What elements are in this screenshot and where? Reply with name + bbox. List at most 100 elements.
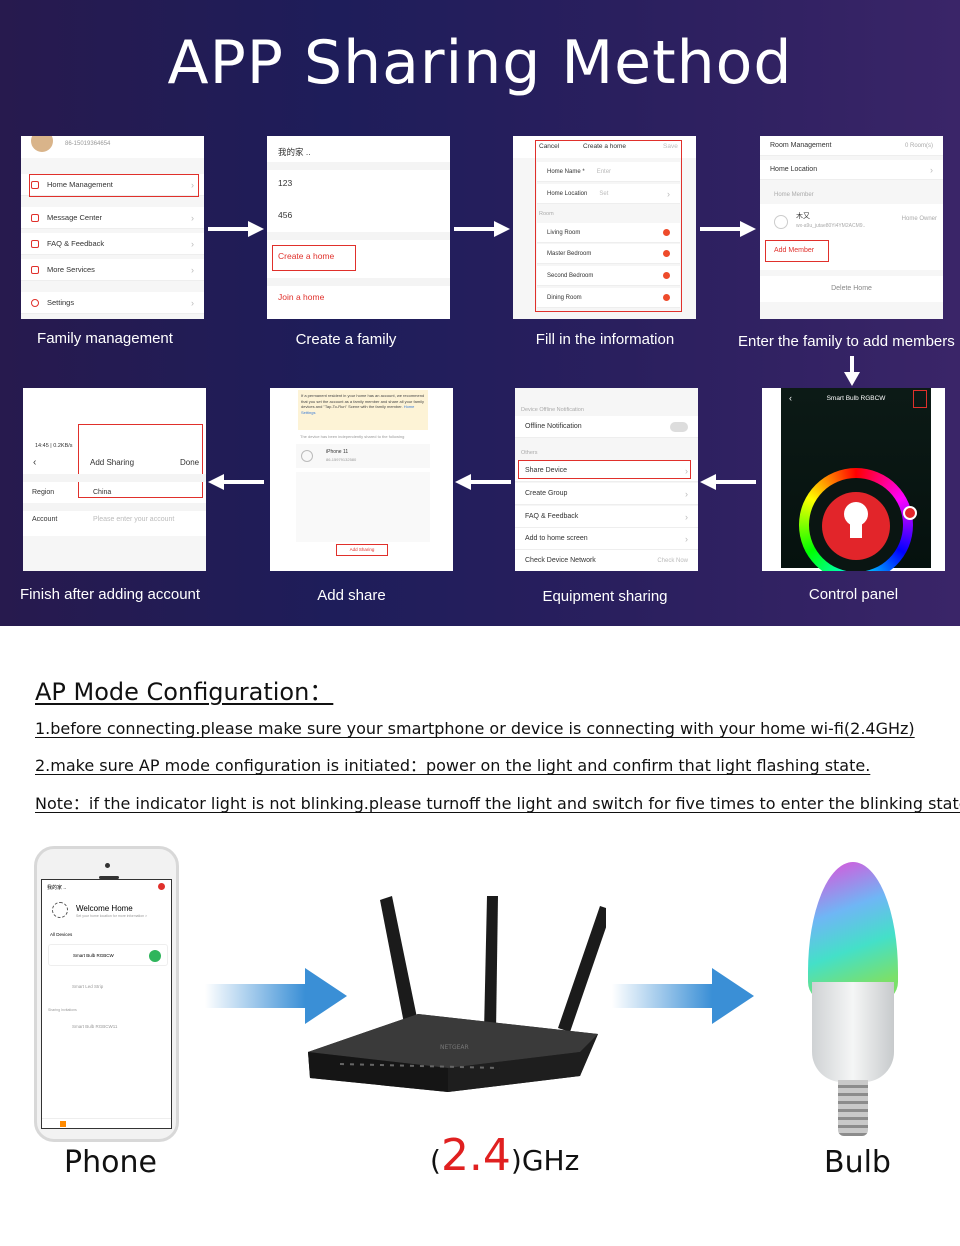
home-location-row[interactable]: Home Location› — [760, 160, 943, 180]
status-bar: 14:45 | 0.2KB/s — [35, 443, 73, 449]
notice-banner: If a permanent resident in your home has… — [298, 390, 428, 430]
check-icon — [663, 250, 670, 257]
done-button[interactable]: Done — [180, 458, 200, 467]
home-item[interactable]: 我的家 .. — [278, 147, 311, 157]
screen-family-management: 86-15019364654 Home Management› Message … — [21, 136, 204, 319]
ap-line-2: 2.make sure AP mode configuration is ini… — [35, 756, 871, 775]
sharing-method-banner: APP Sharing Method 86-15019364654 Home M… — [0, 0, 960, 626]
feedback-icon — [31, 239, 39, 248]
ap-mode-section: AP Mode Configuration： 1.before connecti… — [35, 672, 960, 814]
arrow-down-icon — [844, 356, 860, 386]
member-row[interactable]: 木又 wx-a9u_jutae80Yi4YM2ACM9.. Home Owner — [760, 204, 943, 240]
share-device-row[interactable]: Share Device› — [515, 460, 698, 482]
caption-fill-information: Fill in the information — [535, 331, 675, 348]
gear-icon — [31, 298, 39, 307]
back-icon[interactable]: ‹ — [789, 393, 792, 403]
screen-add-share: If a permanent resident in your home has… — [270, 388, 453, 571]
region-select[interactable]: China — [93, 489, 112, 496]
check-icon — [663, 229, 670, 236]
back-icon[interactable]: ‹ — [33, 457, 37, 468]
edit-icon[interactable] — [913, 390, 927, 408]
ap-line-1: 1.before connecting.please make sure you… — [35, 719, 915, 738]
check-icon — [663, 294, 670, 301]
account-input[interactable]: Please enter your account — [93, 516, 175, 523]
home-item[interactable]: 456 — [278, 210, 293, 220]
create-group-row[interactable]: Create Group› — [515, 483, 698, 505]
home-icon — [31, 180, 39, 189]
frequency-label: (2.4)GHz — [430, 1130, 580, 1181]
menu-more-services[interactable]: More Services› — [21, 259, 204, 281]
avatar — [774, 215, 788, 229]
ap-heading: AP Mode Configuration： — [35, 678, 334, 706]
phone-number: 86-15019364654 — [65, 141, 111, 147]
toggle-switch[interactable] — [670, 421, 688, 432]
arrow-right-icon — [612, 968, 754, 1024]
add-member-button[interactable]: Add Member — [774, 247, 815, 254]
add-home-screen-row[interactable]: Add to home screen› — [515, 528, 698, 550]
home-tab-icon[interactable] — [60, 1121, 66, 1127]
check-icon — [663, 272, 670, 279]
save-button[interactable]: Save — [663, 143, 678, 150]
sun-icon — [52, 902, 68, 918]
faq-row[interactable]: FAQ & Feedback› — [515, 506, 698, 528]
cancel-button[interactable]: Cancel — [539, 143, 560, 150]
power-icon[interactable] — [149, 950, 161, 962]
highlight-box — [765, 240, 829, 262]
menu-home-management[interactable]: Home Management› — [21, 174, 204, 196]
caption-control-panel: Control panel — [808, 586, 899, 603]
arrow-right-icon — [205, 968, 347, 1024]
home-item[interactable]: 123 — [278, 178, 293, 188]
caption-finish: Finish after adding account — [19, 586, 201, 603]
screen-header: Smart Bulb RGBCW — [826, 395, 886, 402]
highlight-box — [518, 460, 691, 479]
caption-family-management: Family management — [37, 330, 173, 347]
avatar — [301, 450, 313, 462]
join-home-button[interactable]: Join a home — [278, 292, 325, 302]
create-home-button[interactable]: Create a home — [278, 251, 335, 261]
home-settings-link[interactable]: Home Settings — [301, 404, 415, 415]
arrow-right-icon — [208, 221, 264, 237]
avatar[interactable] — [31, 136, 53, 152]
highlight-box — [535, 140, 682, 312]
screen-control-panel: ‹ Smart Bulb RGBCW — [762, 388, 945, 571]
screen-create-family: 我的家 .. 123 456 Create a home Join a home — [267, 136, 450, 319]
message-icon — [31, 213, 39, 222]
room-item[interactable]: Dining Room — [537, 288, 680, 308]
offline-notification-row[interactable]: Offline Notification — [515, 416, 698, 438]
bookmark-icon — [31, 265, 39, 274]
screen-equipment-sharing: Device Offline Notification Offline Noti… — [515, 388, 698, 571]
menu-faq[interactable]: FAQ & Feedback› — [21, 233, 204, 255]
menu-message-center[interactable]: Message Center› — [21, 207, 204, 229]
add-sharing-button[interactable]: Add Sharing — [336, 544, 388, 556]
arrow-right-icon — [700, 221, 756, 237]
arrow-left-icon — [455, 474, 511, 490]
router-brand: NETGEAR — [440, 1044, 469, 1051]
rooms-label: Room — [539, 211, 554, 217]
arrow-right-icon — [454, 221, 510, 237]
delete-home-button[interactable]: Delete Home — [760, 276, 943, 302]
bulb-illustration — [808, 862, 898, 1142]
arrow-left-icon — [700, 474, 756, 490]
menu-settings[interactable]: Settings› — [21, 292, 204, 314]
home-name-field[interactable]: Home Name *Enter — [537, 162, 680, 182]
caption-create-family: Create a family — [295, 331, 397, 348]
room-item[interactable]: Living Room — [537, 223, 680, 243]
color-picker-handle[interactable] — [903, 506, 917, 520]
caption-add-share: Add share — [317, 587, 386, 604]
phone-illustration: 我的家 .. Welcome Home Set your home locati… — [34, 846, 179, 1142]
add-icon[interactable] — [158, 883, 165, 890]
room-item[interactable]: Second Bedroom — [537, 266, 680, 286]
caption-add-member: Enter the family to add members — [738, 333, 955, 350]
ap-note: Note：if the indicator light is not blink… — [35, 794, 960, 813]
room-item[interactable]: Master Bedroom — [537, 244, 680, 264]
highlight-box — [78, 424, 203, 498]
caption-equipment-sharing: Equipment sharing — [542, 588, 668, 605]
screen-add-account: 14:45 | 0.2KB/s ‹ Add Sharing Done Regio… — [23, 388, 206, 571]
router-illustration: NETGEAR — [308, 896, 606, 1092]
shared-device-row[interactable]: iPhone 11 86-15979132580 — [296, 444, 430, 468]
screen-fill-information: Cancel Create a home Save Home Name *Ent… — [513, 136, 696, 319]
